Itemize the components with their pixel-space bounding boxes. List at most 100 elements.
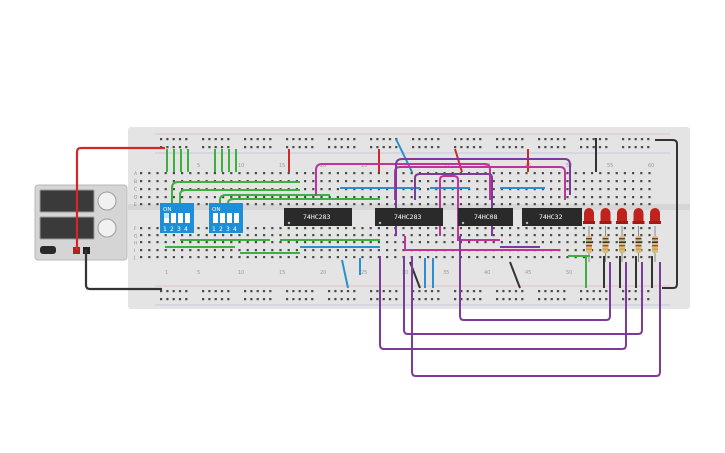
breadboard-hole[interactable]	[361, 256, 364, 259]
breadboard-hole[interactable]	[500, 188, 503, 191]
breadboard-hole[interactable]	[254, 196, 257, 199]
breadboard-hole[interactable]	[424, 290, 427, 293]
breadboard-hole[interactable]	[361, 234, 364, 237]
breadboard-hole[interactable]	[598, 298, 602, 301]
breadboard-hole[interactable]	[496, 298, 499, 301]
breadboard-hole[interactable]	[558, 180, 561, 183]
breadboard-hole[interactable]	[632, 234, 635, 237]
breadboard-hole[interactable]	[476, 227, 479, 230]
breadboard-hole[interactable]	[556, 290, 560, 293]
breadboard-hole[interactable]	[460, 298, 463, 301]
breadboard-hole[interactable]	[345, 172, 348, 175]
breadboard-hole[interactable]	[262, 298, 266, 301]
breadboard-hole[interactable]	[214, 146, 217, 149]
breadboard-hole[interactable]	[574, 241, 577, 244]
breadboard-hole[interactable]	[292, 290, 295, 293]
breadboard-hole[interactable]	[451, 256, 454, 259]
breadboard-hole[interactable]	[418, 298, 421, 301]
green-wire[interactable]	[171, 181, 300, 207]
breadboard-hole[interactable]	[246, 234, 249, 237]
breadboard-hole[interactable]	[263, 203, 266, 206]
breadboard-hole[interactable]	[386, 180, 389, 183]
breadboard-hole[interactable]	[213, 196, 216, 199]
breadboard-hole[interactable]	[427, 256, 430, 259]
breadboard-hole[interactable]	[312, 196, 315, 199]
breadboard-hole[interactable]	[437, 290, 440, 293]
breadboard-hole[interactable]	[459, 227, 462, 230]
breadboard-hole[interactable]	[402, 188, 405, 191]
breadboard-hole[interactable]	[328, 290, 331, 293]
breadboard-hole[interactable]	[402, 203, 405, 206]
breadboard-hole[interactable]	[514, 290, 518, 293]
breadboard-hole[interactable]	[172, 256, 175, 259]
resistor[interactable]	[652, 226, 658, 262]
breadboard-hole[interactable]	[254, 203, 257, 206]
breadboard-hole[interactable]	[230, 249, 233, 252]
breadboard-hole[interactable]	[256, 290, 259, 293]
breadboard-hole[interactable]	[320, 196, 323, 199]
breadboard-hole[interactable]	[558, 172, 561, 175]
breadboard-hole[interactable]	[386, 172, 389, 175]
breadboard-hole[interactable]	[509, 234, 512, 237]
breadboard-hole[interactable]	[454, 290, 457, 293]
breadboard-hole[interactable]	[189, 234, 192, 237]
breadboard-hole[interactable]	[509, 227, 512, 230]
breadboard-hole[interactable]	[388, 290, 392, 293]
breadboard-hole[interactable]	[492, 188, 495, 191]
breadboard-hole[interactable]	[607, 234, 610, 237]
breadboard-hole[interactable]	[648, 234, 651, 237]
chip-74hc283-b[interactable]: 74HC283	[375, 208, 443, 226]
breadboard-hole[interactable]	[648, 196, 651, 199]
breadboard-hole[interactable]	[598, 138, 602, 141]
breadboard-hole[interactable]	[320, 227, 323, 230]
breadboard-hole[interactable]	[271, 241, 274, 244]
breadboard-hole[interactable]	[246, 203, 249, 206]
breadboard-hole[interactable]	[213, 172, 216, 175]
breadboard-hole[interactable]	[181, 249, 184, 252]
breadboard-hole[interactable]	[222, 256, 225, 259]
breadboard-hole[interactable]	[304, 290, 308, 293]
breadboard-hole[interactable]	[230, 196, 233, 199]
breadboard-hole[interactable]	[525, 256, 528, 259]
breadboard-hole[interactable]	[160, 138, 163, 141]
breadboard-hole[interactable]	[550, 146, 553, 149]
breadboard-hole[interactable]	[287, 172, 290, 175]
breadboard-hole[interactable]	[164, 172, 167, 175]
breadboard-hole[interactable]	[353, 203, 356, 206]
breadboard-hole[interactable]	[623, 256, 626, 259]
breadboard-hole[interactable]	[320, 172, 323, 175]
breadboard-hole[interactable]	[328, 227, 331, 230]
breadboard-hole[interactable]	[592, 138, 595, 141]
breadboard-hole[interactable]	[607, 256, 610, 259]
breadboard-hole[interactable]	[246, 227, 249, 230]
breadboard-hole[interactable]	[377, 234, 380, 237]
breadboard-hole[interactable]	[632, 241, 635, 244]
breadboard-hole[interactable]	[533, 180, 536, 183]
breadboard-hole[interactable]	[328, 188, 331, 191]
breadboard-hole[interactable]	[607, 188, 610, 191]
breadboard-hole[interactable]	[484, 241, 487, 244]
breadboard-hole[interactable]	[418, 234, 421, 237]
breadboard-hole[interactable]	[550, 196, 553, 199]
breadboard-hole[interactable]	[500, 203, 503, 206]
breadboard-hole[interactable]	[509, 203, 512, 206]
breadboard-hole[interactable]	[533, 234, 536, 237]
breadboard-hole[interactable]	[244, 298, 247, 301]
breadboard-hole[interactable]	[591, 249, 594, 252]
breadboard-hole[interactable]	[544, 298, 547, 301]
breadboard-hole[interactable]	[476, 203, 479, 206]
breadboard-hole[interactable]	[586, 298, 589, 301]
current-knob[interactable]	[97, 218, 117, 238]
breadboard-hole[interactable]	[472, 298, 476, 301]
red-wire[interactable]	[454, 148, 463, 173]
breadboard-hole[interactable]	[492, 196, 495, 199]
breadboard-hole[interactable]	[479, 298, 482, 301]
breadboard-hole[interactable]	[508, 298, 511, 301]
breadboard-hole[interactable]	[550, 227, 553, 230]
breadboard-hole[interactable]	[361, 249, 364, 252]
breadboard-hole[interactable]	[227, 146, 230, 149]
breadboard-hole[interactable]	[197, 249, 200, 252]
breadboard-hole[interactable]	[451, 196, 454, 199]
breadboard-hole[interactable]	[263, 241, 266, 244]
breadboard-hole[interactable]	[312, 188, 315, 191]
